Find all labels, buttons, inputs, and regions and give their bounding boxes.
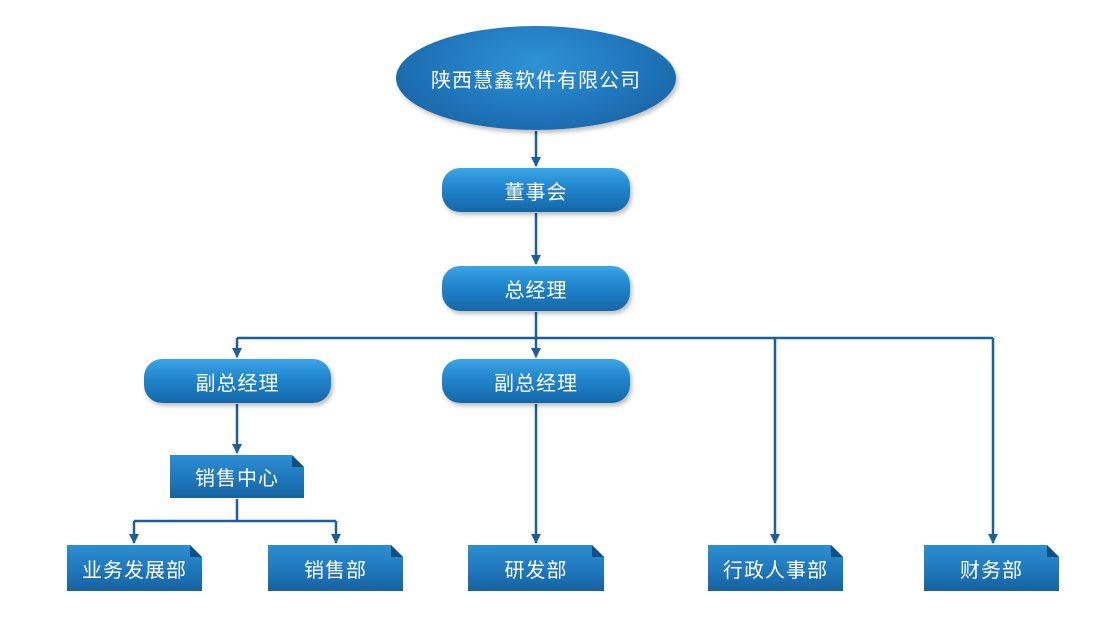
node-deputy-gm-mid: 副总经理 — [442, 359, 630, 403]
node-deputy-gm-left: 副总经理 — [144, 359, 331, 403]
node-board: 董事会 — [442, 168, 630, 212]
node-admin-hr: 行政人事部 — [708, 545, 843, 591]
node-business-dev: 业务发展部 — [67, 545, 202, 591]
node-sales-center: 销售中心 — [170, 455, 304, 498]
node-company: 陕西慧鑫软件有限公司 — [396, 26, 676, 130]
node-rnd: 研发部 — [468, 545, 604, 591]
node-finance: 财务部 — [924, 545, 1059, 591]
node-general-manager: 总经理 — [442, 266, 630, 311]
node-sales: 销售部 — [268, 545, 403, 591]
